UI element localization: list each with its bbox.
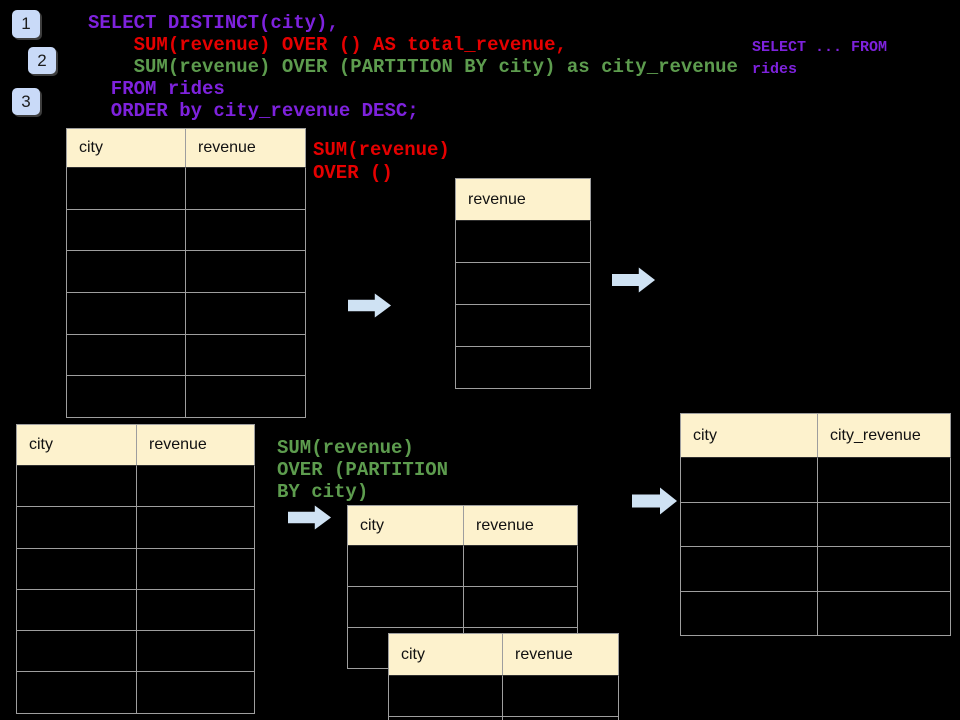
- empty-table-cell: [818, 547, 951, 592]
- empty-table-cell: [67, 251, 186, 294]
- empty-table-cell: [186, 168, 306, 210]
- column-header: revenue: [186, 129, 306, 168]
- sql-code-line: SUM(revenue) OVER () AS total_revenue,: [88, 34, 567, 56]
- step-badge-2: 2: [28, 47, 56, 74]
- partition-label-line: BY city): [277, 481, 369, 503]
- partition-label-line: SUM(revenue): [277, 437, 414, 459]
- empty-table-cell: [17, 672, 137, 714]
- step-badge-3: 3: [12, 88, 40, 115]
- empty-table-cell: [681, 591, 818, 636]
- column-header: city: [348, 506, 464, 546]
- empty-table-cell: [137, 631, 255, 673]
- empty-table-cell: [456, 221, 591, 263]
- empty-table-cell: [186, 209, 306, 252]
- partition-label-line: OVER (PARTITION: [277, 459, 449, 481]
- empty-table-cell: [186, 334, 306, 377]
- step-badge-1: 1: [12, 10, 40, 38]
- empty-table-cell: [17, 507, 137, 549]
- empty-table-cell: [137, 672, 255, 714]
- empty-table-cell: [17, 589, 137, 632]
- column-header: revenue: [464, 506, 578, 546]
- arrow-right-icon: [348, 293, 392, 318]
- empty-table-cell: [681, 547, 818, 592]
- empty-table-cell: [137, 589, 255, 632]
- empty-table-cell: [348, 546, 464, 587]
- empty-table-cell: [456, 305, 591, 347]
- empty-table-cell: [67, 376, 186, 419]
- table-result-total-revenue: revenue: [455, 178, 591, 389]
- empty-table-cell: [186, 293, 306, 335]
- empty-table-cell: [456, 263, 591, 305]
- column-header: city: [681, 414, 818, 458]
- empty-table-cell: [818, 502, 951, 547]
- side-note-line: SELECT ... FROM: [752, 39, 888, 56]
- column-header: revenue: [503, 634, 619, 676]
- empty-table-cell: [137, 507, 255, 549]
- empty-table-cell: [67, 168, 186, 210]
- empty-table-cell: [464, 587, 578, 628]
- column-header: revenue: [456, 179, 591, 221]
- total-label-line: SUM(revenue): [313, 139, 450, 161]
- column-header: city: [389, 634, 503, 676]
- empty-table-cell: [503, 717, 619, 720]
- empty-table-cell: [681, 458, 818, 503]
- empty-table-cell: [818, 458, 951, 503]
- empty-table-cell: [464, 546, 578, 587]
- sql-side-note: SELECT ... FROM rides: [752, 37, 887, 81]
- empty-table-cell: [137, 466, 255, 508]
- empty-table-cell: [17, 466, 137, 508]
- empty-table-cell: [67, 334, 186, 377]
- sql-code-line: SELECT DISTINCT(city),: [88, 12, 339, 34]
- empty-table-cell: [67, 293, 186, 335]
- empty-table-cell: [17, 631, 137, 673]
- empty-table-cell: [17, 548, 137, 590]
- empty-table-cell: [818, 591, 951, 636]
- column-header: city_revenue: [818, 414, 951, 458]
- empty-table-cell: [503, 676, 619, 717]
- sql-code-line: FROM rides: [88, 78, 225, 100]
- column-header: revenue: [137, 425, 255, 466]
- arrow-right-icon: [288, 505, 332, 530]
- arrow-right-icon: [612, 267, 656, 293]
- side-note-line: rides: [752, 61, 798, 78]
- sql-code-block: SELECT DISTINCT(city), SUM(revenue) OVER…: [88, 12, 738, 122]
- empty-table-cell: [348, 587, 464, 628]
- total-revenue-label: SUM(revenue)OVER (): [313, 139, 450, 185]
- empty-table-cell: [389, 717, 503, 720]
- sql-code-line: SUM(revenue) OVER (PARTITION BY city) as…: [88, 56, 738, 78]
- empty-table-cell: [681, 502, 818, 547]
- column-header: city: [67, 129, 186, 168]
- empty-table-cell: [456, 347, 591, 389]
- arrow-right-icon: [632, 487, 678, 515]
- total-label-line: OVER (): [313, 162, 393, 184]
- empty-table-cell: [67, 209, 186, 252]
- sql-code-line: ORDER by city_revenue DESC;: [88, 100, 419, 122]
- empty-table-cell: [389, 676, 503, 717]
- empty-table-cell: [137, 548, 255, 590]
- empty-table-cell: [186, 251, 306, 294]
- empty-table-cell: [186, 376, 306, 419]
- column-header: city: [17, 425, 137, 466]
